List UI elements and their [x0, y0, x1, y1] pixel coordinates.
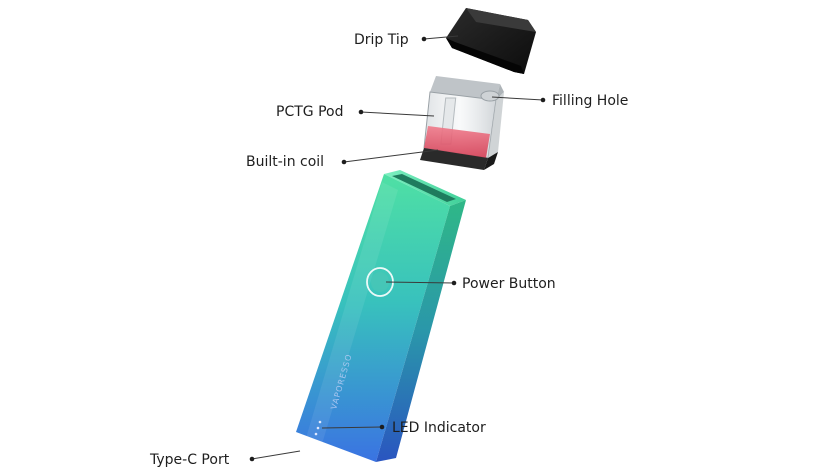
- led-dot: [314, 432, 318, 436]
- callout-filling-hole: Filling Hole: [552, 93, 628, 109]
- callout-built-in-coil: Built-in coil: [246, 154, 324, 170]
- drip-tip-part: [446, 8, 536, 74]
- device-body-part: VAPORESSO: [296, 170, 466, 462]
- led-dot: [318, 420, 322, 424]
- callout-drip-tip: Drip Tip: [354, 32, 409, 48]
- leader-lines: [249, 35, 546, 462]
- led-dot: [316, 426, 320, 430]
- callout-labels: Drip Tip Filling Hole PCTG Pod Built-in …: [149, 32, 628, 468]
- callout-power-button: Power Button: [462, 276, 556, 292]
- pctg-pod-part: [420, 76, 504, 170]
- callout-led-indicator: LED Indicator: [392, 420, 486, 436]
- callout-pctg-pod: PCTG Pod: [276, 104, 343, 120]
- callout-type-c-port: Type-C Port: [149, 452, 230, 468]
